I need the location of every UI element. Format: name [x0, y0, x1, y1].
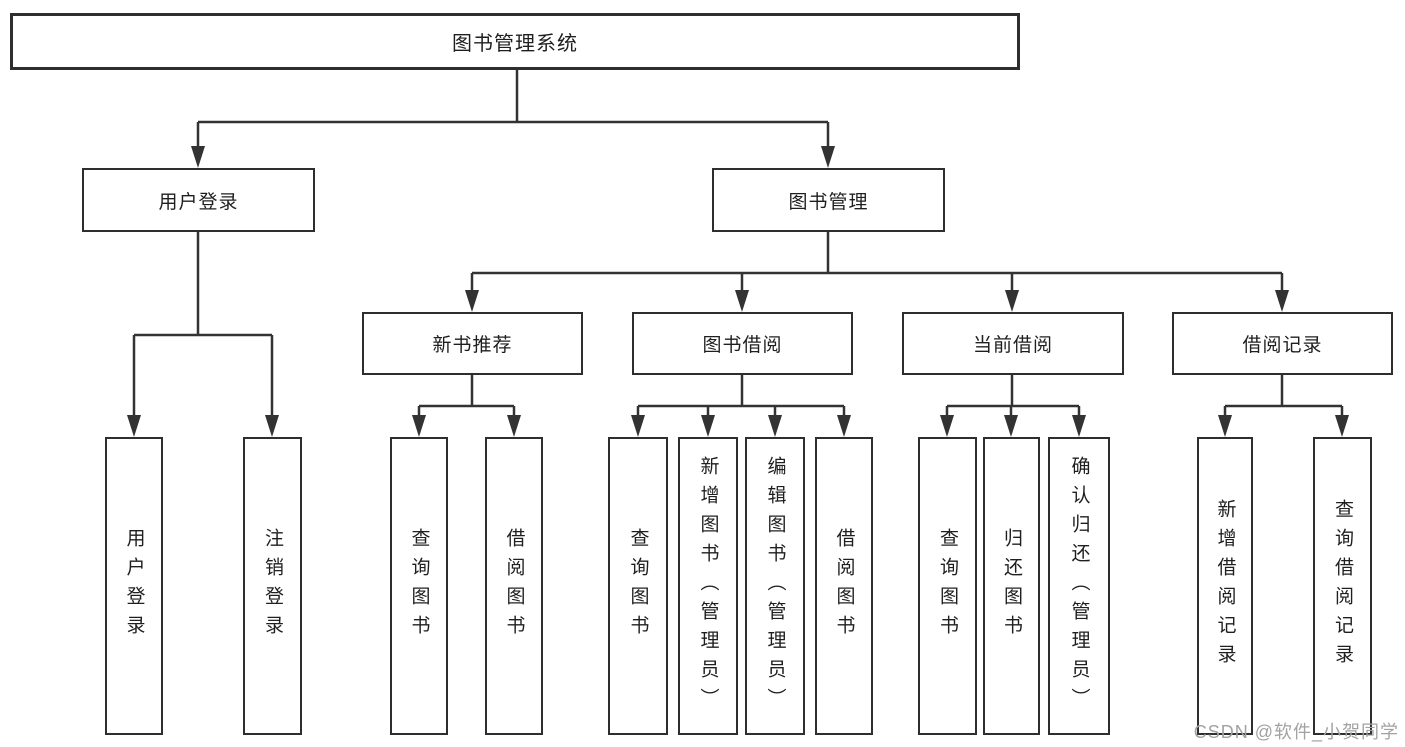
leaf-confirm-return-admin: 确认归还（管理员）	[1048, 437, 1110, 735]
leaf-borrow-books-recommend: 借阅图书	[485, 437, 543, 735]
leaf-query-borrow-record: 查询借阅记录	[1313, 437, 1372, 735]
arrow-down-icon	[412, 415, 426, 437]
leaf-user-login: 用户登录	[105, 437, 163, 735]
leaf-label: 查询图书	[937, 528, 958, 644]
arrow-down-icon	[768, 415, 782, 437]
arrow-down-icon	[1335, 415, 1349, 437]
node-label: 当前借阅	[972, 335, 1053, 356]
arrow-down-icon	[837, 415, 851, 437]
arrow-down-icon	[127, 415, 141, 437]
leaf-query-books-current: 查询图书	[918, 437, 977, 735]
arrow-down-icon	[735, 290, 749, 312]
leaf-label: 注销登录	[262, 528, 283, 644]
arrow-down-icon	[631, 415, 645, 437]
arrow-down-icon	[940, 415, 954, 437]
leaf-borrow-books-borrowing: 借阅图书	[815, 437, 873, 735]
arrow-down-icon	[1072, 415, 1086, 437]
node-current-borrowing: 当前借阅	[902, 312, 1124, 375]
leaf-edit-book-admin: 编辑图书（管理员）	[745, 437, 805, 735]
leaf-add-borrow-record: 新增借阅记录	[1197, 437, 1253, 735]
node-label: 图书借阅	[702, 335, 783, 356]
arrow-down-icon	[701, 415, 715, 437]
leaf-query-books-borrowing: 查询图书	[608, 437, 668, 735]
node-label: 借阅记录	[1242, 335, 1323, 356]
arrow-down-icon	[821, 146, 835, 168]
node-user-login: 用户登录	[82, 168, 315, 232]
leaf-label: 查询图书	[408, 528, 430, 644]
tree-edges	[132, 70, 1344, 417]
node-book-management: 图书管理	[712, 168, 945, 232]
arrow-down-icon	[1005, 290, 1019, 312]
leaf-return-book: 归还图书	[983, 437, 1040, 735]
node-book-borrowing: 图书借阅	[632, 312, 853, 375]
node-label: 图书管理	[788, 191, 869, 213]
leaf-label: 归还图书	[1001, 528, 1022, 644]
leaf-label: 新增借阅记录	[1214, 499, 1236, 673]
arrow-down-icon	[465, 290, 479, 312]
csdn-watermark: CSDN @软件_小贺同学	[1193, 722, 1399, 742]
arrow-down-icon	[1218, 415, 1232, 437]
arrow-down-icon	[1004, 415, 1018, 437]
arrow-down-icon	[507, 415, 521, 437]
leaf-label: 确认归还（管理员）	[1068, 455, 1090, 717]
arrow-down-icon	[191, 146, 205, 168]
node-library-management-system: 图书管理系统	[10, 13, 1020, 70]
leaf-label: 新增图书（管理员）	[697, 455, 719, 717]
node-borrowing-records: 借阅记录	[1172, 312, 1393, 375]
leaf-add-book-admin: 新增图书（管理员）	[678, 437, 738, 735]
leaf-label: 编辑图书（管理员）	[764, 455, 786, 717]
arrowhead-icons	[127, 146, 1349, 437]
leaf-logout: 注销登录	[243, 437, 302, 735]
leaf-label: 查询借阅记录	[1332, 499, 1353, 673]
node-label: 用户登录	[158, 191, 239, 213]
leaf-label: 借阅图书	[833, 528, 855, 644]
arrow-down-icon	[1275, 290, 1289, 312]
node-label: 新书推荐	[432, 335, 513, 356]
leaf-query-books-recommend: 查询图书	[390, 437, 448, 735]
node-label: 图书管理系统	[452, 33, 578, 55]
arrow-down-icon	[265, 415, 279, 437]
node-new-book-recommend: 新书推荐	[362, 312, 583, 375]
leaf-label: 用户登录	[123, 528, 145, 644]
leaf-label: 借阅图书	[503, 528, 525, 644]
leaf-label: 查询图书	[627, 528, 649, 644]
